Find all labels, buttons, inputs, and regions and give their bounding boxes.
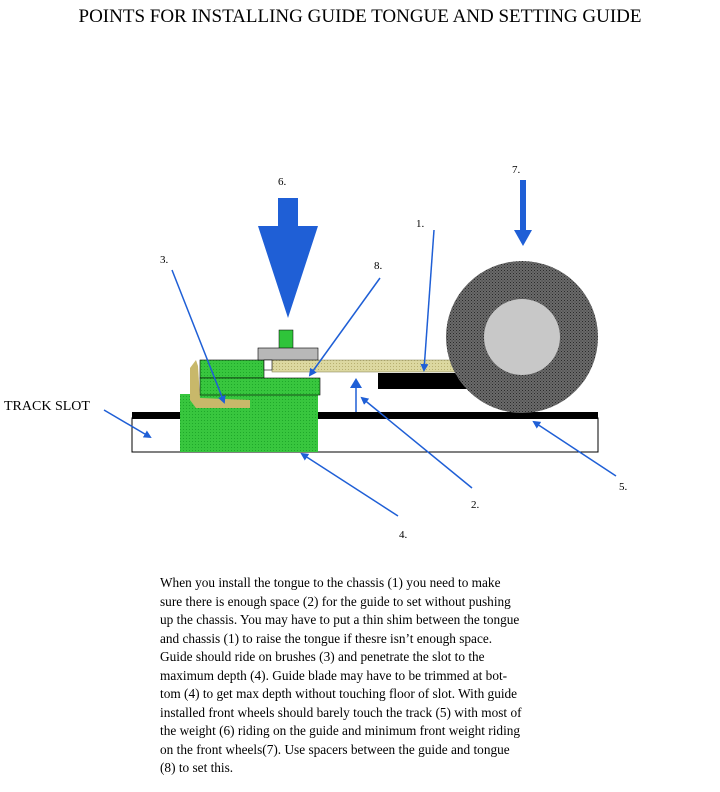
track-surface [132,412,598,419]
guide-nut [257,347,319,361]
pointer-line-track-slot [103,409,152,439]
label-5: 5. [619,481,628,493]
guide-body-mid [199,377,321,396]
label-1: 1. [416,218,425,230]
pointer-line-8 [308,277,381,377]
description-paragraph: When you install the tongue to the chass… [160,574,600,778]
page-title: POINTS FOR INSTALLING GUIDE TONGUE AND S… [78,6,642,27]
label-7: 7. [512,164,521,176]
pointer-line-4 [300,452,399,517]
description-line: (8) to set this. [160,760,234,775]
pointer-line-1 [420,229,435,372]
guide-tongue [271,359,461,373]
space-gap-arrowhead [350,378,362,388]
pointer-line-3 [171,269,226,404]
guide-post [278,329,294,351]
weight-arrow-6 [258,198,318,318]
description-line: sure there is enough space (2) for the g… [160,593,511,609]
description-line: installed front wheels should barely tou… [160,704,522,720]
description-line: on the front wheels(7). Use spacers betw… [160,741,510,757]
description-line: up the chassis. You may have to put a th… [160,612,520,627]
guide-spacer [263,359,273,371]
description-line: When you install the tongue to the chass… [160,575,501,590]
description-line: the weight (6) riding on the guide and m… [160,723,521,738]
pointer-line-5 [532,420,617,477]
label-4: 4. [399,529,408,541]
label-3: 3. [160,254,169,266]
description-line: Guide should ride on brushes (3) and pen… [160,649,485,664]
weight-arrow-7 [514,180,532,246]
label-6: 6. [278,176,287,188]
description-line: tom (4) to get max depth without touchin… [160,686,518,701]
guide-brush [190,360,250,408]
chassis-bar [378,373,468,389]
front-hub [484,299,560,375]
label-8: 8. [374,260,383,272]
label-2: 2. [471,499,480,511]
description-line: maximum depth (4). Guide blade may have … [160,667,508,683]
description-line: and chassis (1) to raise the tongue if t… [160,630,493,646]
pointer-line-2 [360,396,473,489]
guide-body-top [199,359,265,379]
label-track-slot: TRACK SLOT [4,399,90,414]
